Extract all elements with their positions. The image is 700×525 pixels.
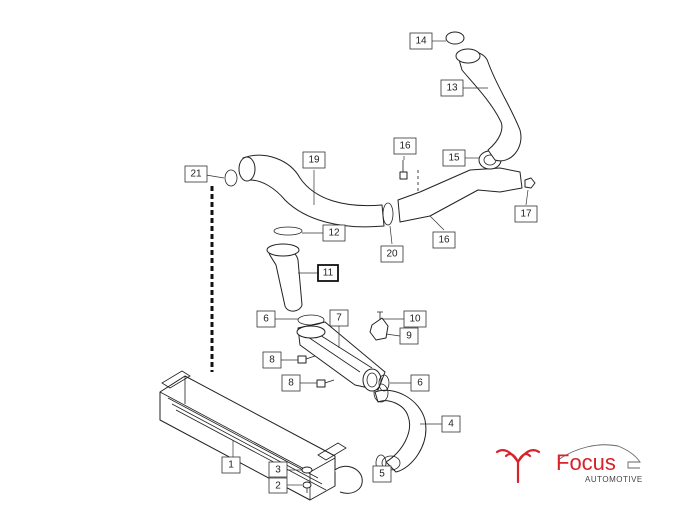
callout-16-lower: 16: [432, 231, 456, 249]
callout-label: 20: [386, 249, 398, 260]
sensor-part: [369, 317, 389, 341]
callout-8-lower: 8: [281, 374, 301, 392]
callout-label: 10: [409, 314, 421, 325]
callout-6-lower: 6: [410, 374, 430, 392]
bracket-pipe-part: [397, 167, 523, 223]
callout-label: 15: [448, 153, 460, 164]
callout-label: 2: [275, 481, 281, 492]
long-hose-part: [242, 154, 385, 228]
focus-automotive-logo: Focus AUTOMOTIVE: [495, 444, 643, 484]
hose-clamp: [373, 383, 389, 403]
callout-3: 3: [268, 461, 288, 478]
callout-label: 7: [336, 313, 342, 324]
callout-label: 6: [263, 314, 269, 325]
callout-label: 6: [417, 378, 423, 389]
callout-21: 21: [184, 165, 208, 183]
car-outline-icon: [557, 444, 641, 469]
hose-end: [455, 48, 481, 64]
o-ring-part: [273, 226, 303, 236]
callout-12: 12: [322, 224, 346, 242]
callout-17: 17: [514, 205, 538, 223]
bolt-part: [399, 160, 408, 180]
callout-1: 1: [221, 456, 241, 474]
callout-label: 19: [308, 155, 320, 166]
callout-label: 5: [379, 469, 385, 480]
callout-14: 14: [409, 32, 433, 50]
callout-label: 12: [328, 228, 340, 239]
leader-line: [389, 225, 393, 245]
palm-logo-icon: [495, 449, 541, 484]
callout-6-upper: 6: [256, 310, 276, 328]
callout-label: 11: [323, 268, 334, 279]
bolt-part: [297, 355, 316, 364]
callout-11: 11: [317, 264, 339, 282]
o-ring-part: [297, 314, 325, 326]
callout-label: 4: [448, 419, 454, 430]
callout-label: 13: [446, 83, 458, 94]
nut-part: [524, 177, 536, 189]
callout-10: 10: [403, 310, 427, 328]
intake-pipe-part: [296, 321, 386, 392]
sensor-screw: [377, 311, 383, 320]
callout-16-upper: 16: [393, 137, 417, 155]
leader-line: [385, 333, 401, 337]
callout-label: 9: [406, 331, 412, 342]
ring-part: [445, 31, 465, 45]
callout-7: 7: [329, 309, 349, 327]
top-hose-part: [457, 51, 522, 162]
callout-2: 2: [268, 477, 288, 494]
callout-label: 3: [275, 465, 281, 476]
callout-label: 16: [438, 235, 450, 246]
callout-13: 13: [440, 79, 464, 97]
hose-end: [266, 243, 300, 257]
o-ring-part: [378, 374, 390, 392]
clip-part: [382, 202, 394, 226]
screw-part: [302, 481, 312, 493]
callout-9: 9: [399, 327, 419, 345]
callout-20: 20: [380, 245, 404, 263]
hose-end: [238, 156, 256, 182]
callout-19: 19: [302, 151, 326, 169]
logo-brand-text: Focus: [556, 450, 616, 475]
o-ring-part: [224, 169, 238, 187]
callout-label: 8: [269, 355, 275, 366]
callout-label: 16: [399, 141, 411, 152]
callout-8-upper: 8: [262, 351, 282, 369]
callout-15: 15: [442, 149, 466, 167]
callout-label: 21: [190, 169, 202, 180]
washer-part: [301, 466, 313, 474]
intercooler-part: [159, 370, 363, 501]
lower-hose-part: [374, 389, 427, 473]
leader-line: [525, 189, 529, 206]
logo-tagline-text: AUTOMOTIVE: [585, 475, 643, 484]
leader-line: [429, 215, 445, 231]
callout-label: 8: [288, 378, 294, 389]
callout-5: 5: [372, 465, 392, 483]
bolt-part: [316, 379, 335, 388]
callout-4: 4: [441, 415, 461, 433]
callout-label: 17: [520, 209, 532, 220]
leader-line: [205, 174, 225, 179]
callout-label: 1: [228, 460, 234, 471]
callout-label: 14: [415, 36, 427, 47]
